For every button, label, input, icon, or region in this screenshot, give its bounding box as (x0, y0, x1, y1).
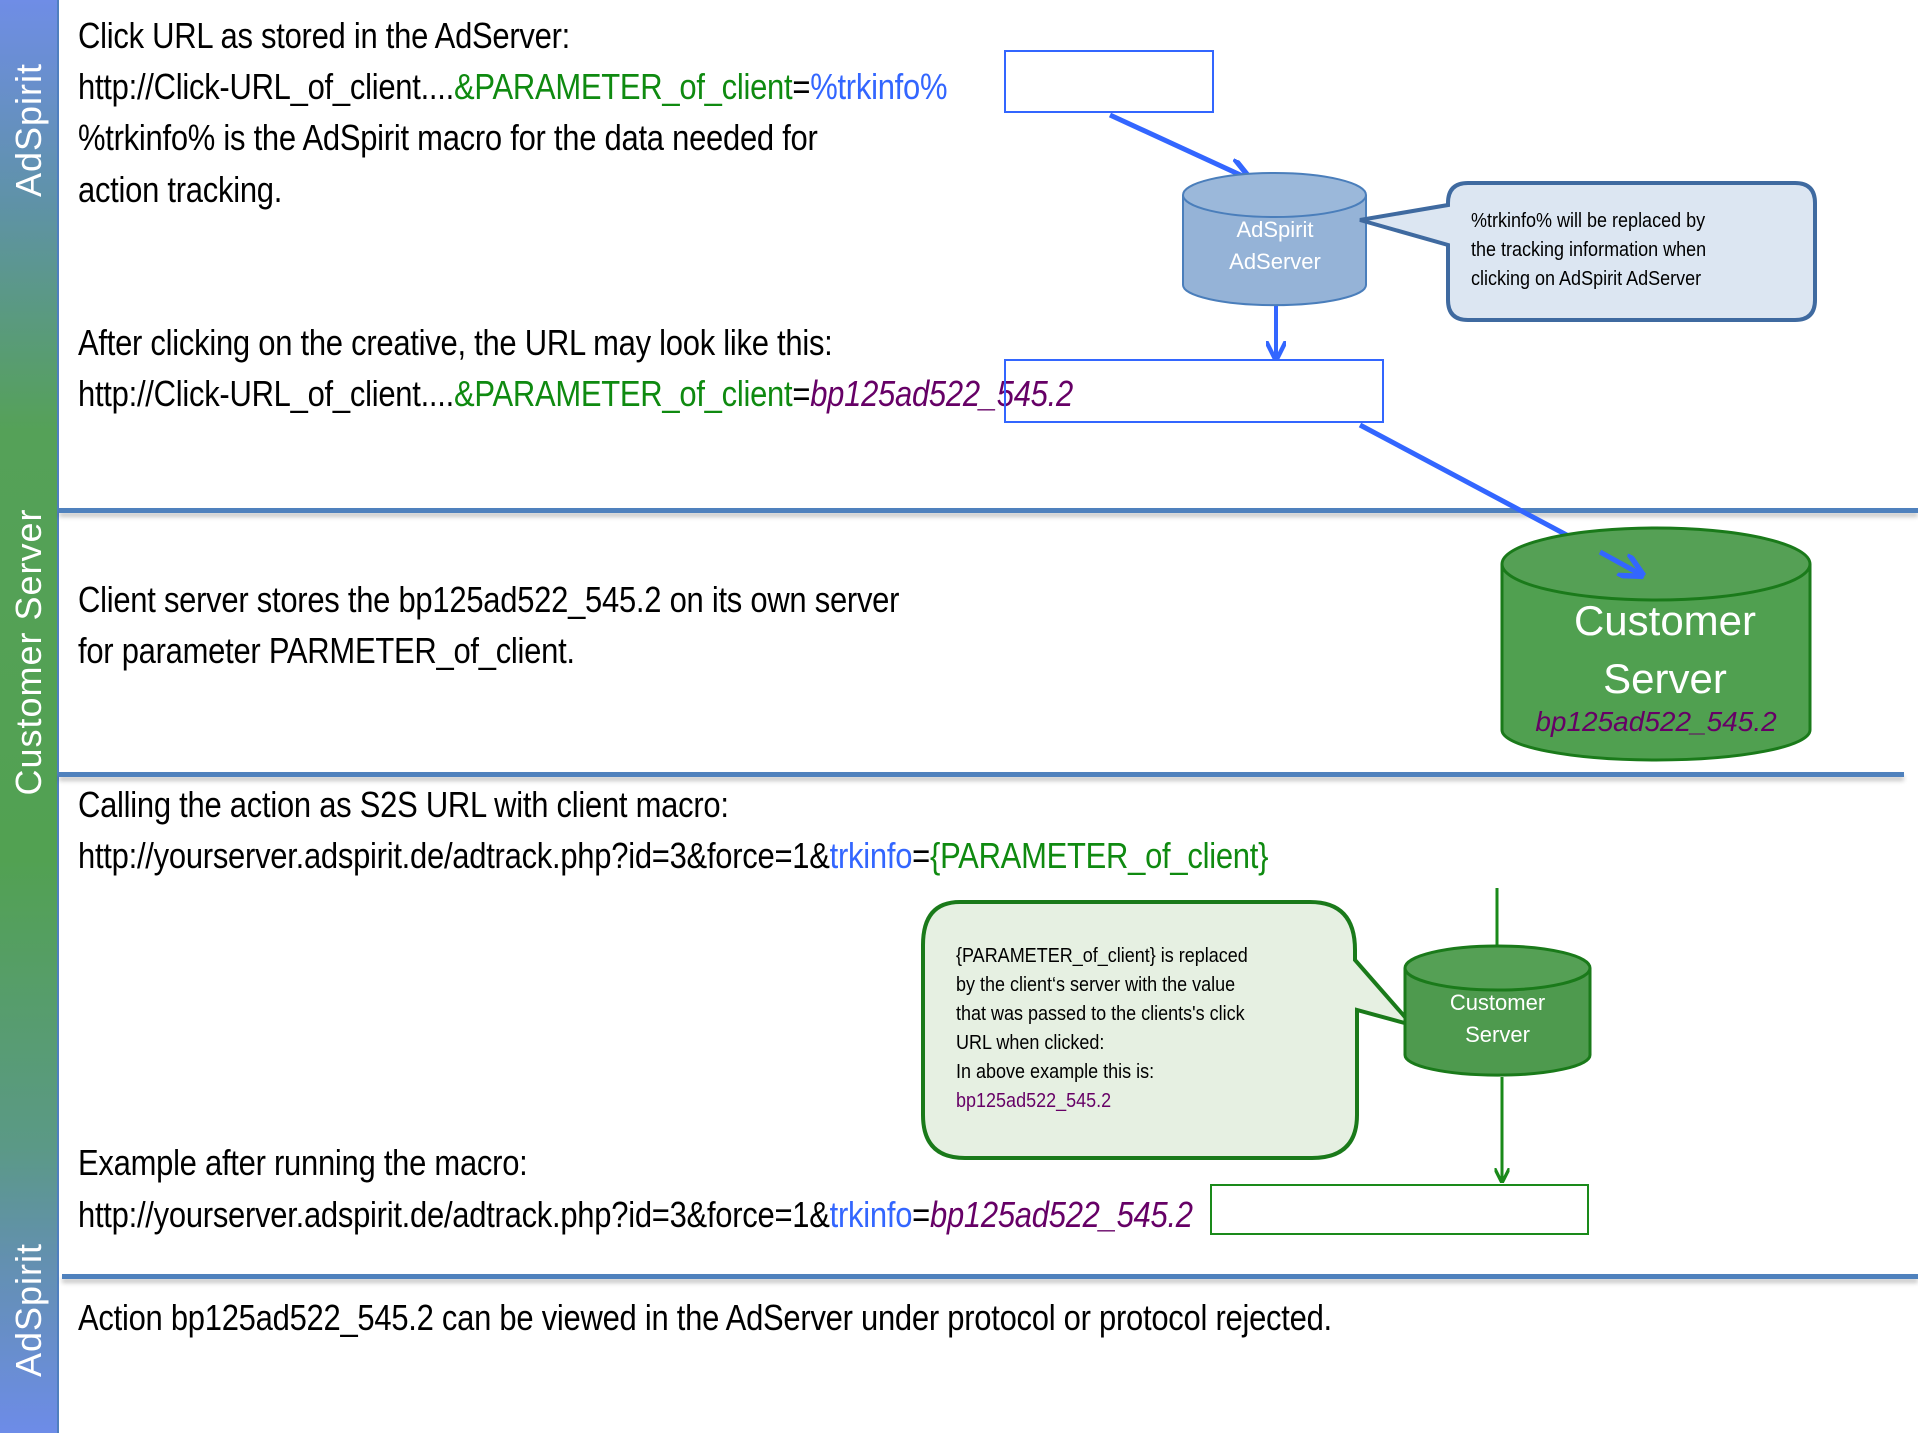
green-callout-line3: that was passed to the clients's click (956, 1003, 1245, 1025)
section1-line4: action tracking. (78, 169, 283, 210)
value-highlight-box (1004, 359, 1384, 423)
section6-line1: Action bp125ad522_545.2 can be viewed in… (78, 1297, 1332, 1338)
result-highlight-box (1210, 1184, 1589, 1235)
macro-highlight-box (1004, 50, 1214, 113)
url-eq: = (912, 835, 931, 876)
section5-url: http://yourserver.adspirit.de/adtrack.ph… (78, 1193, 1193, 1237)
customer-large-line2: Server (1603, 655, 1727, 702)
url-eq: = (792, 66, 811, 107)
section4-line1: Calling the action as S2S URL with clien… (78, 784, 729, 825)
url-prefix: http://yourserver.adspirit.de/adtrack.ph… (78, 1194, 830, 1235)
url-prefix: http://Click-URL_of_client.... (78, 373, 454, 414)
lane-divider-1 (59, 508, 1918, 513)
green-callout-text: {PARAMETER_of_client} is replaced by the… (956, 942, 1248, 1116)
customer-large-value: bp125ad522_545.2 (1535, 706, 1777, 737)
url-macro-trkinfo: %trkinfo% (810, 66, 948, 107)
section3-line2: for parameter PARMETER_of_client. (78, 630, 575, 671)
customer-server-large-cylinder-icon (1500, 526, 1812, 762)
adserver-label-line1: AdSpirit (1236, 217, 1314, 242)
lane-sidebar: AdSpirit Customer Server AdSpirit (0, 0, 59, 1433)
url-param: &PARAMETER_of_client (453, 66, 793, 107)
adserver-label-line2: AdServer (1229, 249, 1321, 274)
green-callout-value: bp125ad522_545.2 (956, 1090, 1112, 1112)
customer-server-large-label: Customer Server (1520, 592, 1810, 708)
section2-line1: After clicking on the creative, the URL … (78, 322, 833, 363)
customer-small-line2: Server (1465, 1022, 1530, 1047)
adserver-cylinder-icon (1182, 172, 1367, 307)
section1-line1: Click URL as stored in the AdServer: (78, 15, 571, 56)
blue-callout-shape (1359, 181, 1817, 322)
blue-callout-line1: %trkinfo% will be replaced by (1471, 210, 1706, 232)
section4-url: http://yourserver.adspirit.de/adtrack.ph… (78, 834, 1268, 878)
url-key-trkinfo: trkinfo (829, 835, 913, 876)
url-eq: = (912, 1194, 931, 1235)
arrow-macro-to-adserver (1108, 112, 1247, 178)
customer-small-line1: Customer (1449, 990, 1546, 1015)
lane-divider-2 (59, 772, 1904, 777)
blue-callout-text: %trkinfo% will be replaced by the tracki… (1471, 207, 1706, 294)
url-value: bp125ad522_545.2 (810, 373, 1073, 414)
blue-callout-line3: clicking on AdSpirit AdServer (1471, 268, 1702, 290)
blue-callout-line2: the tracking information when (1471, 239, 1707, 261)
green-callout-shape (921, 900, 1418, 1160)
green-callout-line2: by the client‘s server with the value (956, 974, 1236, 996)
url-eq: = (792, 373, 811, 414)
customer-large-line1: Customer (1573, 597, 1757, 644)
customer-server-small-label: Customer Server (1420, 987, 1575, 1051)
section1-url: http://Click-URL_of_client....&PARAMETER… (78, 65, 948, 109)
green-callout-line5: In above example this is: (956, 1061, 1155, 1083)
section5-line1: Example after running the macro: (78, 1142, 528, 1183)
customer-server-small-cylinder-icon (1403, 944, 1592, 1077)
url-key-trkinfo: trkinfo (829, 1194, 913, 1235)
section1-line3: %trkinfo% is the AdSpirit macro for the … (78, 117, 818, 158)
url-client-macro: {PARAMETER_of_client} (930, 835, 1269, 876)
url-prefix: http://Click-URL_of_client.... (78, 66, 454, 107)
lane-divider-3 (62, 1274, 1918, 1279)
url-param: &PARAMETER_of_client (453, 373, 793, 414)
section2-url: http://Click-URL_of_client....&PARAMETER… (78, 372, 1073, 416)
url-value: bp125ad522_545.2 (930, 1194, 1193, 1235)
arrow-value-to-customer-head (1598, 549, 1640, 574)
section3-line1: Client server stores the bp125ad522_545.… (78, 579, 900, 620)
url-prefix: http://yourserver.adspirit.de/adtrack.ph… (78, 835, 830, 876)
green-callout-line4: URL when clicked: (956, 1032, 1105, 1054)
adserver-cylinder-label: AdSpirit AdServer (1200, 214, 1350, 278)
green-callout-line1: {PARAMETER_of_client} is replaced (956, 945, 1248, 967)
